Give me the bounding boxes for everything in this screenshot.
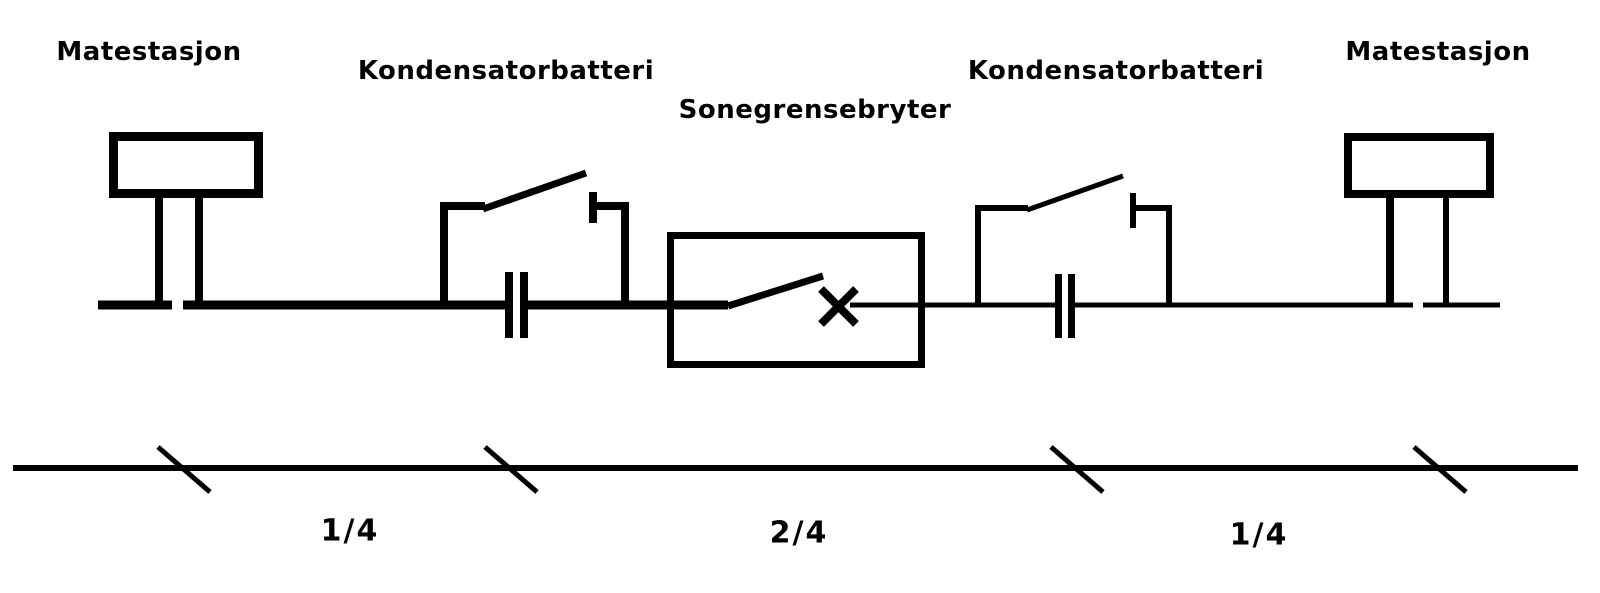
station-left-label: Matestasjon [56, 37, 242, 67]
tick-mark [1412, 445, 1468, 494]
disconnector-blade-icon [1026, 173, 1124, 213]
station-right-label: Matestasjon [1345, 37, 1531, 67]
capacitor-plate [1068, 274, 1075, 338]
switch-blade-icon [726, 272, 825, 310]
capacitor-plate [505, 272, 513, 338]
tick-mark [156, 445, 212, 494]
capacitor-right-symbol [975, 173, 1172, 338]
station-left-box [109, 132, 263, 198]
zone-switch-symbol [667, 232, 925, 368]
capacitor-plate [1055, 274, 1062, 338]
capacitor-plate [520, 272, 528, 338]
station-right-symbol [1344, 133, 1494, 303]
station-right-box [1344, 133, 1494, 198]
station-left-symbol [109, 132, 263, 301]
capacitor-left-label: Kondensatorbatteri [357, 56, 655, 86]
tick-mark [1049, 445, 1105, 494]
capacitor-left-symbol [440, 169, 629, 338]
capacitor-right-label: Kondensatorbatteri [967, 56, 1265, 86]
zone-switch-label: Sonegrensebryter [678, 95, 952, 125]
segment-fraction-label-left: 1/4 [320, 513, 380, 549]
zone-switch-box [667, 232, 925, 368]
open-switch-x-icon [818, 286, 859, 327]
tick-mark [483, 445, 539, 494]
distance-scale [13, 445, 1578, 494]
segment-fraction-label-right: 1/4 [1229, 517, 1289, 553]
disconnector-blade-icon [481, 169, 588, 213]
segment-fraction-label-middle: 2/4 [769, 515, 829, 551]
